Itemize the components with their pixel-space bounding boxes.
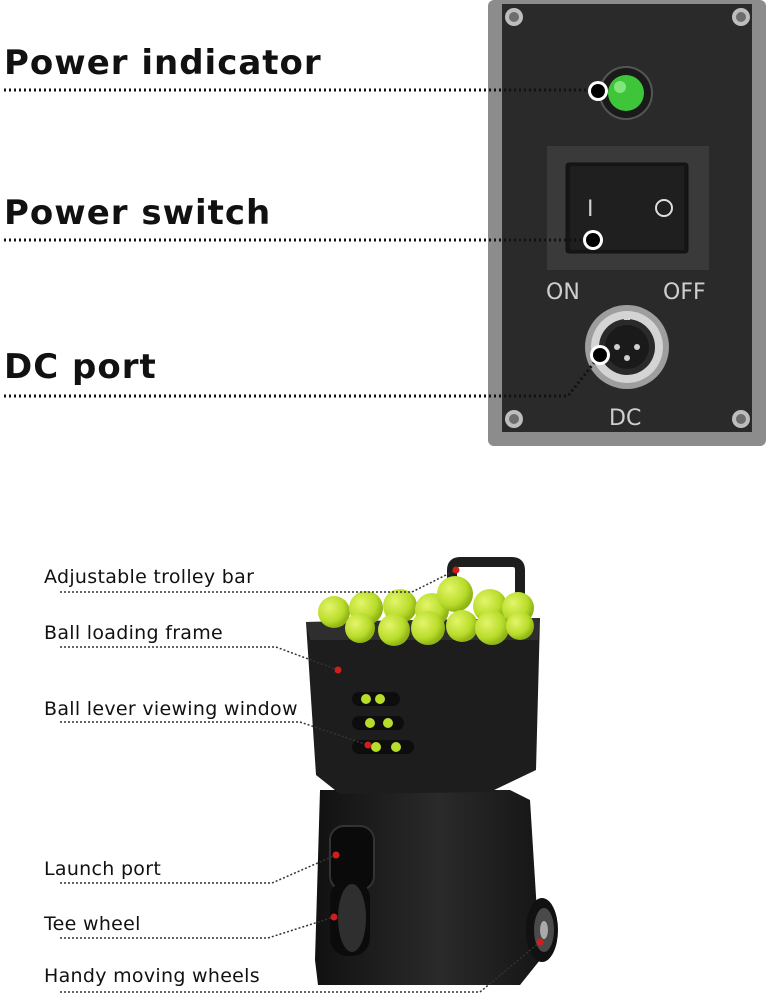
leader-loading-frame — [60, 646, 339, 671]
marker-dot — [364, 741, 372, 749]
leader-trolley-bar — [60, 569, 457, 593]
marker-dot — [452, 566, 460, 574]
dc-port-connector — [585, 305, 669, 389]
marker-dot — [330, 913, 338, 921]
screw-icon — [505, 410, 523, 428]
marker-dot — [583, 230, 603, 250]
tennis-balls — [318, 576, 534, 646]
marker-dot — [588, 81, 608, 101]
leader-tee-wheel — [60, 916, 335, 939]
screw-icon — [732, 8, 750, 26]
control-panel-illustration: I ON OFF DC — [4, 0, 766, 446]
ball-hopper — [306, 618, 540, 794]
switch-on-symbol: I — [587, 197, 594, 222]
label-power-indicator: Power indicator — [4, 43, 322, 83]
label-moving-wheels: Handy moving wheels — [44, 965, 260, 987]
leader-launch-port — [60, 854, 337, 884]
leader-viewing-window — [60, 721, 369, 746]
marker-dot — [332, 851, 340, 859]
marker-dot — [590, 345, 610, 365]
screw-icon — [732, 410, 750, 428]
marker-dot — [536, 938, 544, 946]
leader-moving-wheels — [60, 941, 541, 993]
power-rocker-switch[interactable]: I — [547, 146, 709, 270]
switch-off-symbol — [655, 199, 673, 217]
marker-dot — [334, 666, 342, 674]
tee-wheel — [330, 880, 370, 956]
switch-on-text: ON — [546, 280, 580, 305]
label-loading-frame: Ball loading frame — [44, 622, 224, 644]
label-tee-wheel: Tee wheel — [44, 913, 141, 935]
label-viewing-window: Ball lever viewing window — [44, 698, 298, 720]
label-launch-port: Launch port — [44, 858, 162, 880]
switch-off-text: OFF — [663, 280, 706, 305]
moving-wheel — [526, 898, 558, 962]
power-indicator-light — [599, 66, 653, 120]
label-dc-port: DC port — [4, 347, 157, 387]
label-power-switch: Power switch — [4, 193, 272, 233]
label-trolley-bar: Adjustable trolley bar — [44, 566, 255, 588]
trolley-handle — [447, 557, 525, 610]
screw-icon — [505, 8, 523, 26]
dc-port-text: DC — [609, 406, 641, 431]
